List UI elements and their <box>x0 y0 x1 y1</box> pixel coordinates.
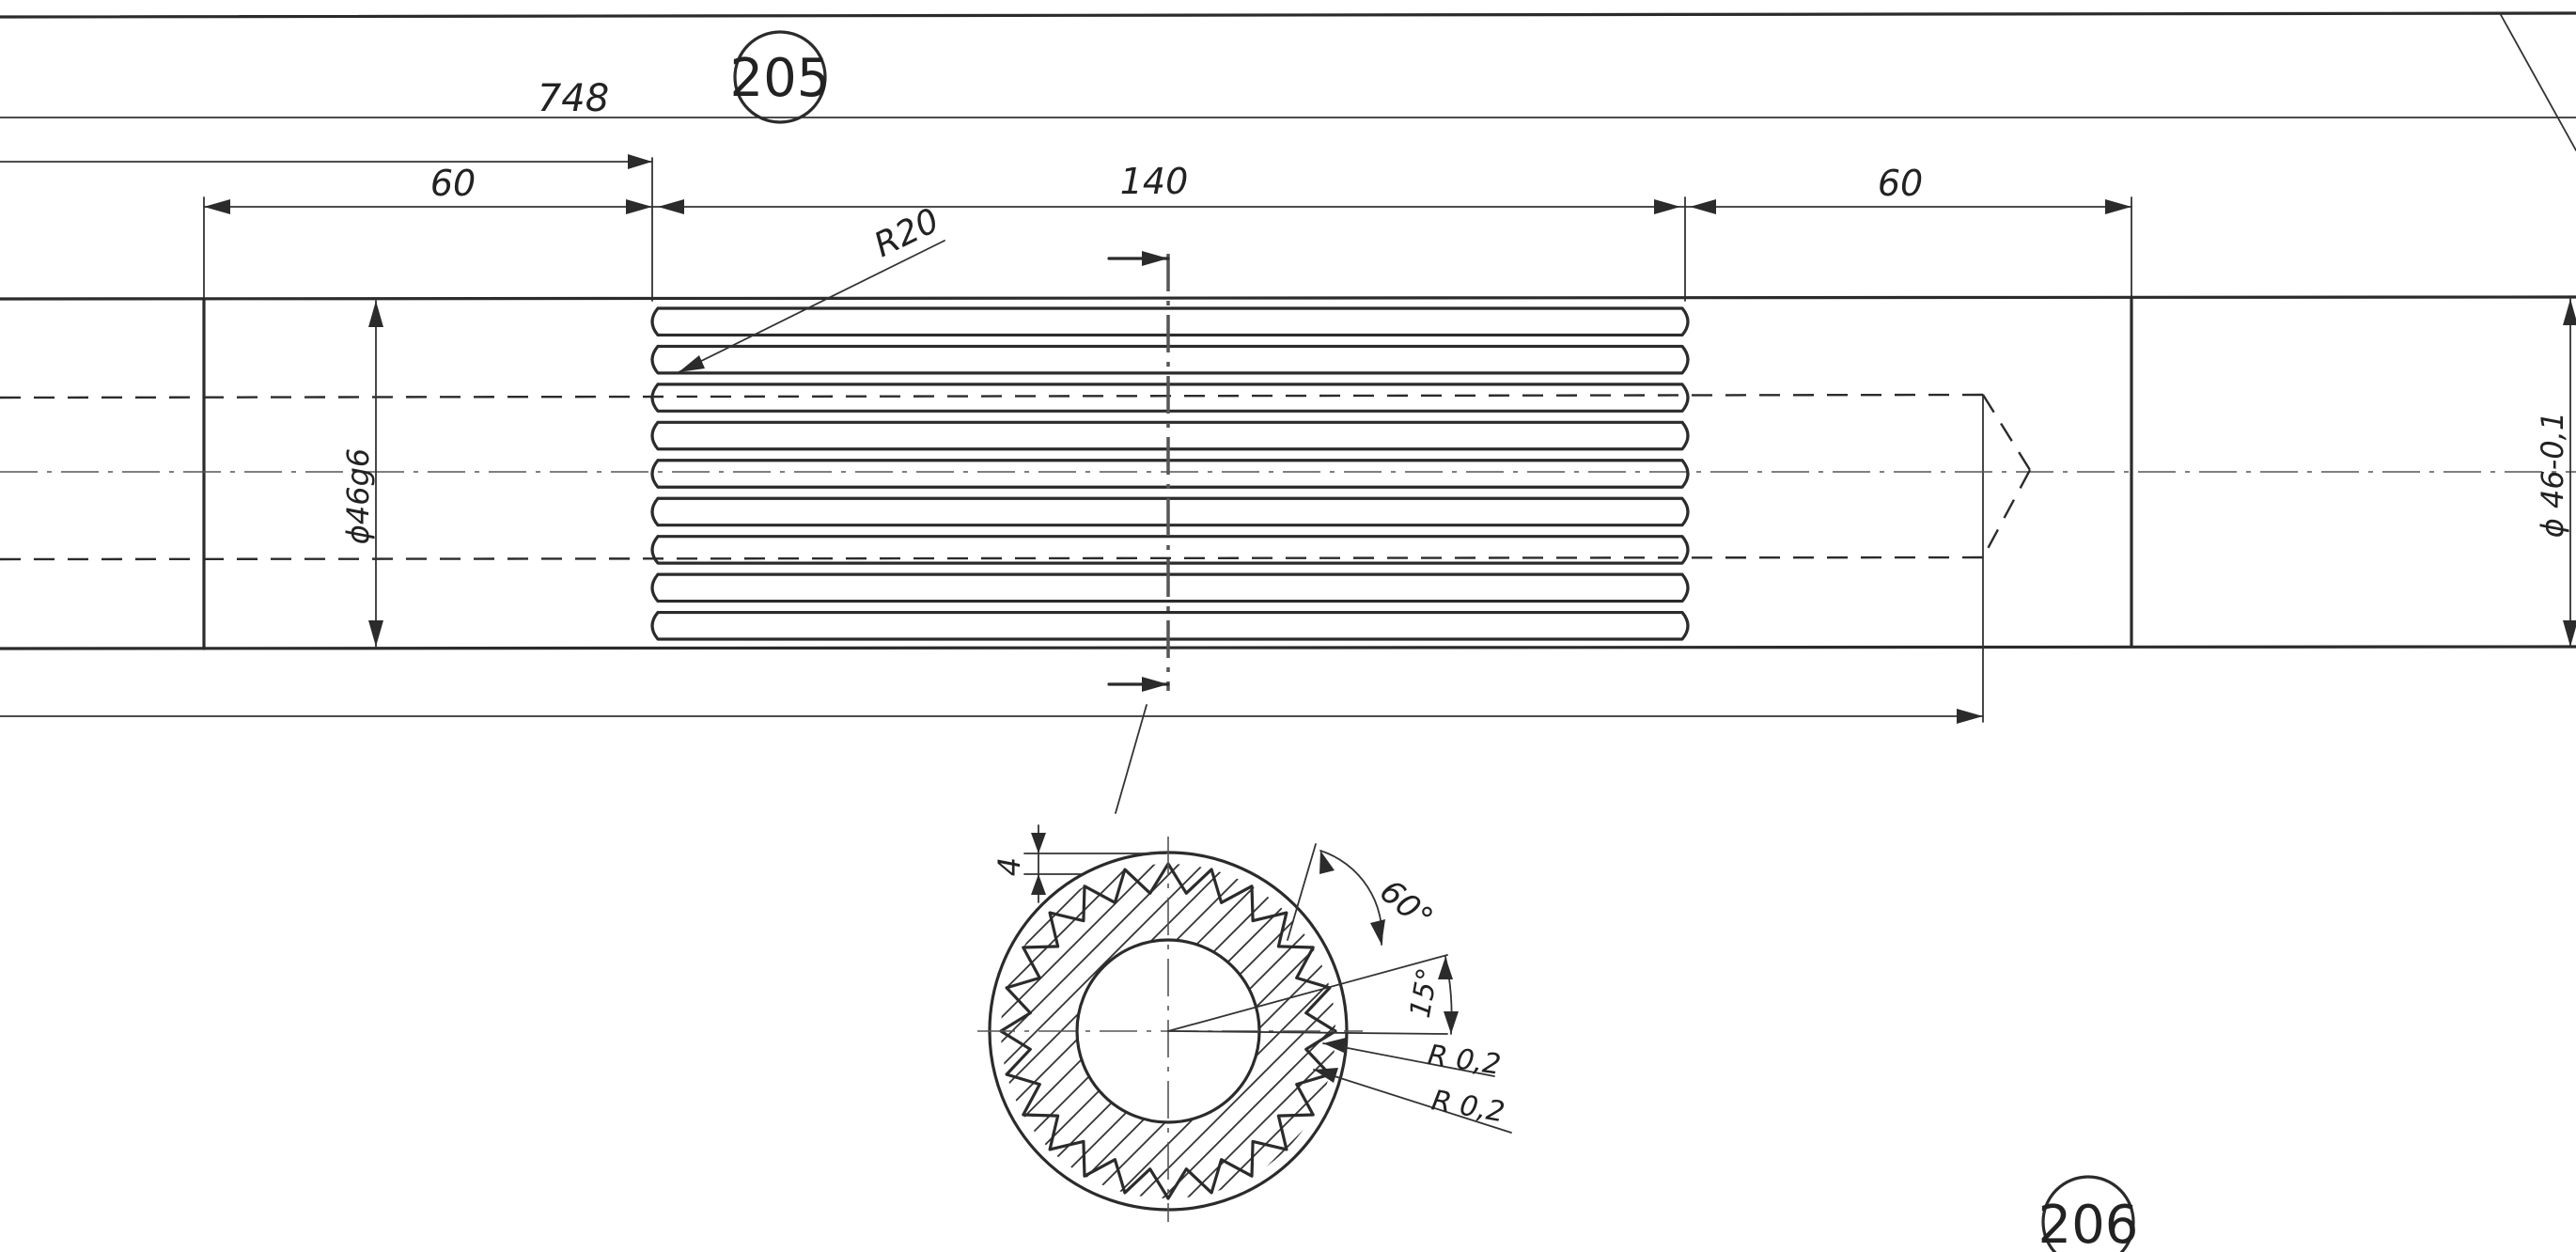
dimension-overall-length: 748 <box>0 77 653 302</box>
right-section-label: 60 <box>1878 163 1923 204</box>
dimension-tooth-angle: 60° <box>1287 843 1440 946</box>
dimension-pitch-angle: 15° <box>1404 956 1459 1035</box>
section-hatch-line <box>1001 864 1030 1198</box>
spline-groove <box>650 496 1690 527</box>
spline-groove <box>650 572 1690 603</box>
section-hatch-line <box>1001 864 1177 1198</box>
callout-205: 205 <box>730 30 831 124</box>
dimension-tooth-depth: 4 <box>991 824 1166 903</box>
section-hatch-line <box>1214 864 1335 1198</box>
spline-groove <box>650 383 1690 413</box>
right-diameter-label: ϕ 46-0,1 <box>2535 412 2570 538</box>
spline-length-label: 140 <box>1120 161 1189 202</box>
radius-r20-label: R20 <box>868 201 945 265</box>
spline-groove <box>650 459 1690 489</box>
shaft-outline <box>0 295 2576 724</box>
section-hatch-line <box>1092 864 1335 1198</box>
section-hatch-line <box>1001 864 1152 1198</box>
pitch-angle-label: 15° <box>1404 965 1445 1020</box>
overall-length-label: 748 <box>538 77 609 120</box>
spline-groove <box>650 306 1690 337</box>
left-section-label: 60 <box>430 163 476 204</box>
section-hatch-line <box>1001 864 1128 1198</box>
spline-groove <box>650 610 1690 641</box>
callout-206-label: 206 <box>2038 1195 2139 1252</box>
dimension-sections: 60 140 60 <box>203 161 2132 302</box>
callout-205-label: 205 <box>730 48 831 109</box>
spline-groove <box>650 535 1690 565</box>
dimension-right-diameter: ϕ 46-0,1 <box>2535 298 2576 648</box>
section-cut-line <box>1107 251 1170 814</box>
section-hatch-line <box>1001 864 1006 1198</box>
section-hatch-line <box>1001 864 1226 1198</box>
cross-section-view <box>604 837 1448 1222</box>
left-diameter-label: ϕ46g6 <box>340 448 376 545</box>
bore-hidden-lines <box>0 393 2032 561</box>
radius-root-leader: R 0,2 <box>1322 1038 1503 1082</box>
section-hatch-line <box>604 843 980 1219</box>
spline-grooves <box>650 306 1690 641</box>
section-hatch-line <box>1165 864 1335 1198</box>
root-radius-label: R 0,2 <box>1426 1039 1503 1082</box>
frame-lines <box>0 11 2576 151</box>
tip-radius-label: R 0,2 <box>1429 1084 1507 1129</box>
tooth-depth-label: 4 <box>991 857 1027 876</box>
spline-groove <box>650 420 1690 451</box>
section-hatch-line <box>1001 864 1079 1198</box>
section-hatch-line <box>1312 864 1335 1198</box>
spline-groove <box>650 344 1690 375</box>
callout-206: 206 <box>2038 1175 2139 1252</box>
dimension-left-diameter: ϕ46g6 <box>340 300 383 648</box>
